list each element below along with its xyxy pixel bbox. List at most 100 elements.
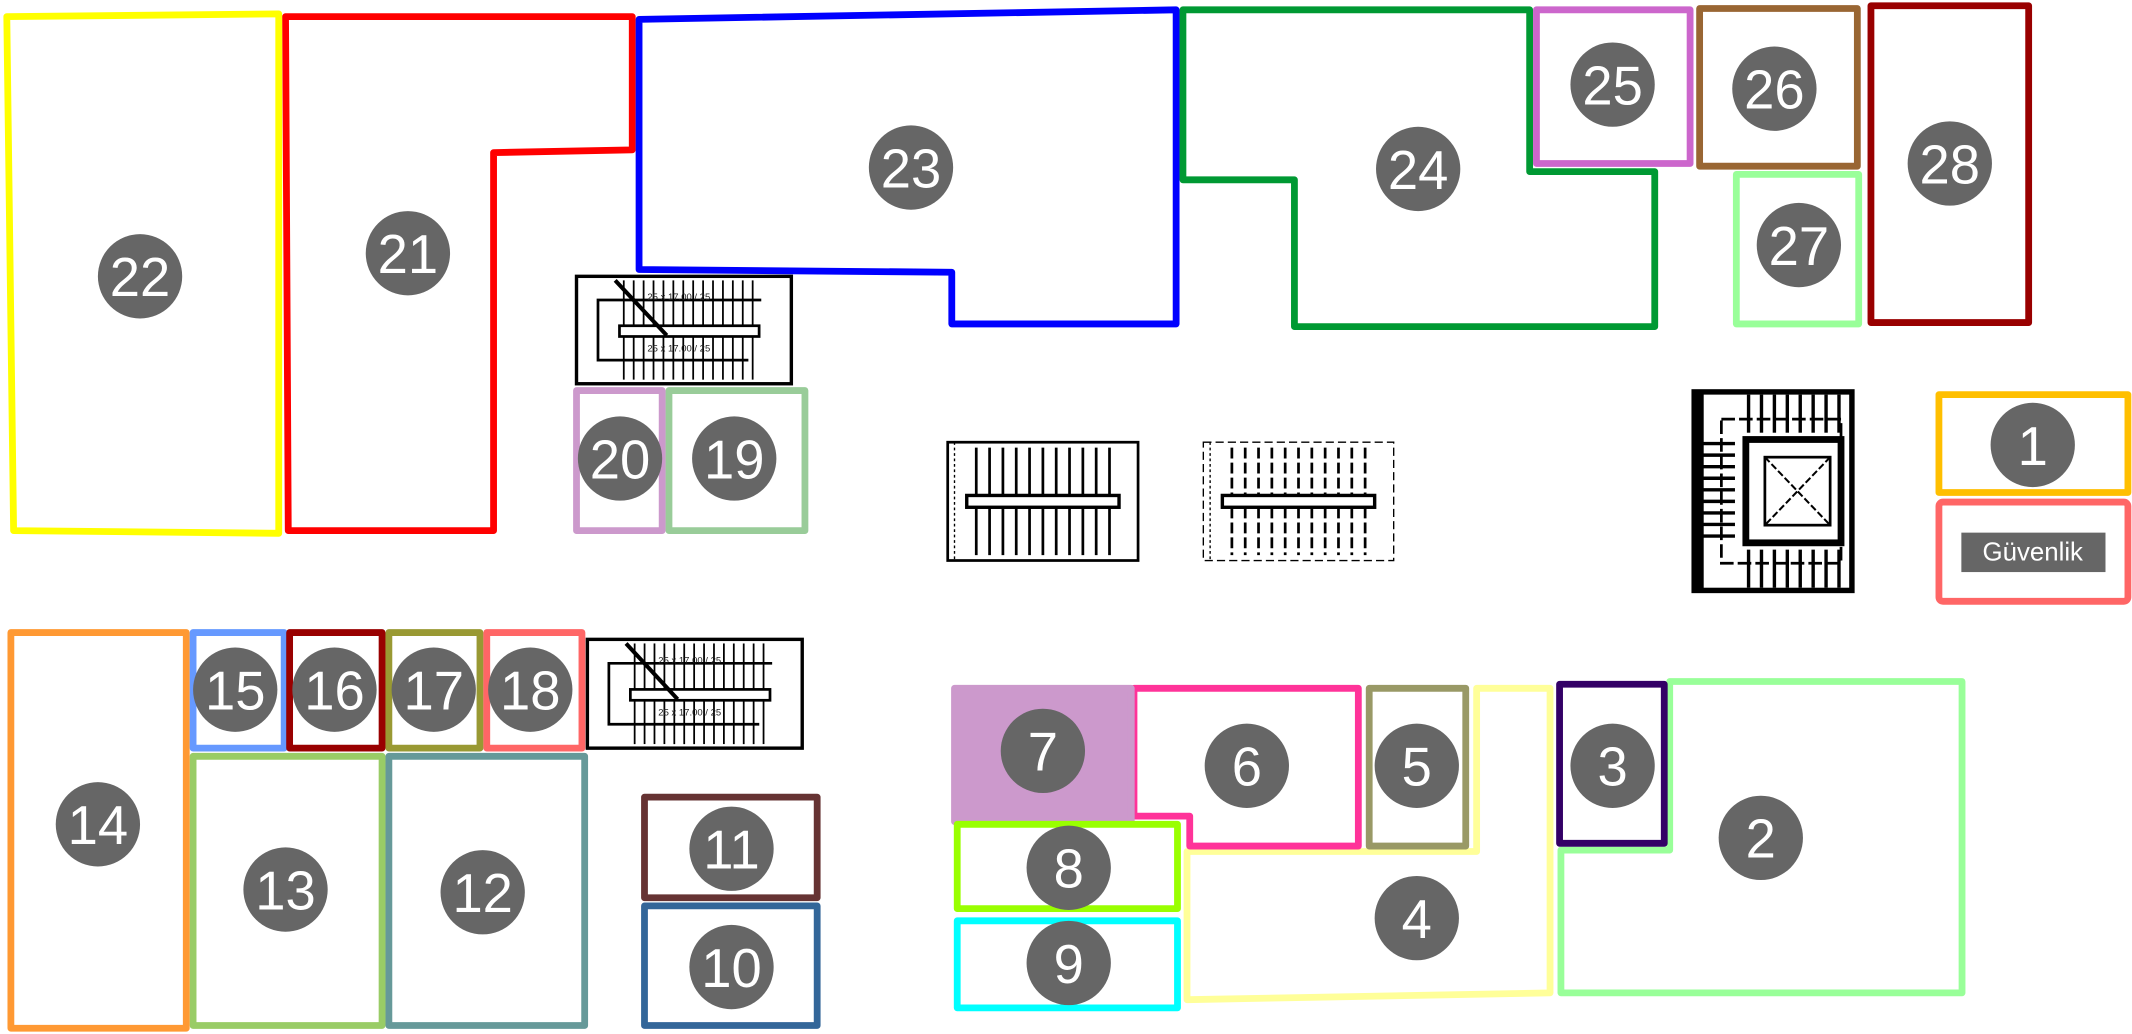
room-13[interactable]: 13 xyxy=(189,752,386,1029)
elevator-cross xyxy=(1764,456,1831,526)
room-number: 13 xyxy=(255,860,315,921)
stair-note: 25 x 17.00 / 25 xyxy=(647,344,710,355)
room-10[interactable]: 10 xyxy=(641,902,821,1029)
room-outline xyxy=(7,629,190,1032)
room-number-marker xyxy=(1907,121,1992,206)
stair-elevator-drawing xyxy=(1691,389,1855,594)
room-number-marker xyxy=(689,806,774,891)
room-number-marker xyxy=(1026,920,1111,1006)
room-outline xyxy=(1183,684,1554,1004)
room-number-marker xyxy=(692,416,777,501)
room-19[interactable]: 19 xyxy=(665,387,809,534)
room-number-marker xyxy=(1732,46,1817,131)
room-number: 10 xyxy=(701,938,761,999)
room-23[interactable]: 23 xyxy=(635,6,1180,328)
room-number-marker xyxy=(292,647,377,732)
stair-cut-line xyxy=(624,642,680,701)
security-room-outline xyxy=(1935,498,2132,605)
room-number: 6 xyxy=(1232,737,1262,798)
stair-handrail xyxy=(628,688,772,702)
room-number: 23 xyxy=(881,138,941,199)
room-number-marker xyxy=(440,850,525,935)
room-number: 2 xyxy=(1746,809,1776,870)
room-number-marker xyxy=(193,647,278,732)
room-number: 16 xyxy=(304,661,364,722)
room-number: 14 xyxy=(68,795,128,856)
stair-drawing-1: 25 x 17.00 / 25 25 x 17.00 / 25 xyxy=(574,274,794,386)
room-26[interactable]: 26 xyxy=(1696,5,1861,170)
room-number: 24 xyxy=(1388,140,1448,201)
room-outline xyxy=(1556,680,1668,847)
room-11[interactable]: 11 xyxy=(641,793,821,902)
room-outline xyxy=(641,793,821,902)
stair-note: 25 x 17.00 / 25 xyxy=(647,292,710,303)
room-24[interactable]: 24 xyxy=(1179,6,1659,331)
stair-cut-line xyxy=(613,279,669,337)
room-7[interactable]: 7 xyxy=(951,684,1135,825)
room-9[interactable]: 9 xyxy=(953,917,1181,1012)
room-5[interactable]: 5 xyxy=(1365,684,1470,850)
room-27[interactable]: 27 xyxy=(1732,170,1863,328)
room-number: 28 xyxy=(1920,134,1980,195)
room-4[interactable]: 4 xyxy=(1183,684,1554,1004)
room-outline xyxy=(1867,2,2033,326)
room-outline xyxy=(3,10,283,537)
room-number-marker xyxy=(391,647,476,732)
room-outline xyxy=(1533,6,1694,167)
room-outline xyxy=(953,820,1181,912)
room-8[interactable]: 8 xyxy=(953,820,1181,912)
room-2[interactable]: 2 xyxy=(1557,678,1966,997)
room-number-marker xyxy=(97,234,183,319)
room-number-marker xyxy=(1718,795,1803,881)
room-25[interactable]: 25 xyxy=(1533,6,1694,167)
room-number: 12 xyxy=(452,863,512,924)
room-17[interactable]: 17 xyxy=(385,629,484,752)
room-number-marker xyxy=(365,211,451,296)
security-label-box xyxy=(1959,531,2107,574)
room-outline xyxy=(641,902,821,1029)
room-3[interactable]: 3 xyxy=(1556,680,1668,847)
security-label: Güvenlik xyxy=(1982,538,2083,566)
room-outline xyxy=(1696,5,1861,170)
room-20[interactable]: 20 xyxy=(573,387,666,534)
room-outline xyxy=(635,6,1180,328)
room-15[interactable]: 15 xyxy=(189,629,288,752)
security-room[interactable]: Güvenlik xyxy=(1935,498,2132,605)
room-number-marker xyxy=(243,847,328,932)
room-outline xyxy=(1935,391,2132,496)
stair-drawing-3 xyxy=(946,440,1140,562)
room-outline xyxy=(286,629,386,752)
room-number-marker xyxy=(1204,723,1289,808)
room-number-marker xyxy=(689,924,774,1010)
room-number-marker xyxy=(868,125,954,210)
room-outline xyxy=(1179,6,1659,331)
room-18[interactable]: 18 xyxy=(483,629,586,752)
room-22[interactable]: 22 xyxy=(3,10,283,537)
room-outline xyxy=(282,13,636,534)
room-outline xyxy=(1557,678,1966,997)
room-outline xyxy=(385,629,484,752)
room-number: 18 xyxy=(500,661,560,722)
room-number-marker xyxy=(1756,202,1842,288)
room-16[interactable]: 16 xyxy=(286,629,386,752)
room-number: 7 xyxy=(1028,722,1058,783)
stair-note: 25 x 17.00 / 25 xyxy=(658,655,721,666)
room-1[interactable]: 1 xyxy=(1935,391,2132,496)
room-number-marker xyxy=(1990,402,2075,488)
room-14[interactable]: 14 xyxy=(7,629,190,1032)
room-outline xyxy=(665,387,809,534)
stairs-layer: 25 x 17.00 / 25 25 x 17.00 / 25 25 x 17.00… xyxy=(574,274,1855,750)
room-number: 11 xyxy=(703,820,759,881)
room-number: 9 xyxy=(1054,934,1084,995)
room-28[interactable]: 28 xyxy=(1867,2,2033,326)
elevator-cross xyxy=(1764,456,1831,526)
room-12[interactable]: 12 xyxy=(385,752,589,1029)
room-number-marker xyxy=(488,647,573,732)
room-number: 15 xyxy=(205,661,265,722)
room-number-marker xyxy=(1026,825,1111,910)
room-outline xyxy=(483,629,586,752)
room-21[interactable]: 21 xyxy=(282,13,636,534)
